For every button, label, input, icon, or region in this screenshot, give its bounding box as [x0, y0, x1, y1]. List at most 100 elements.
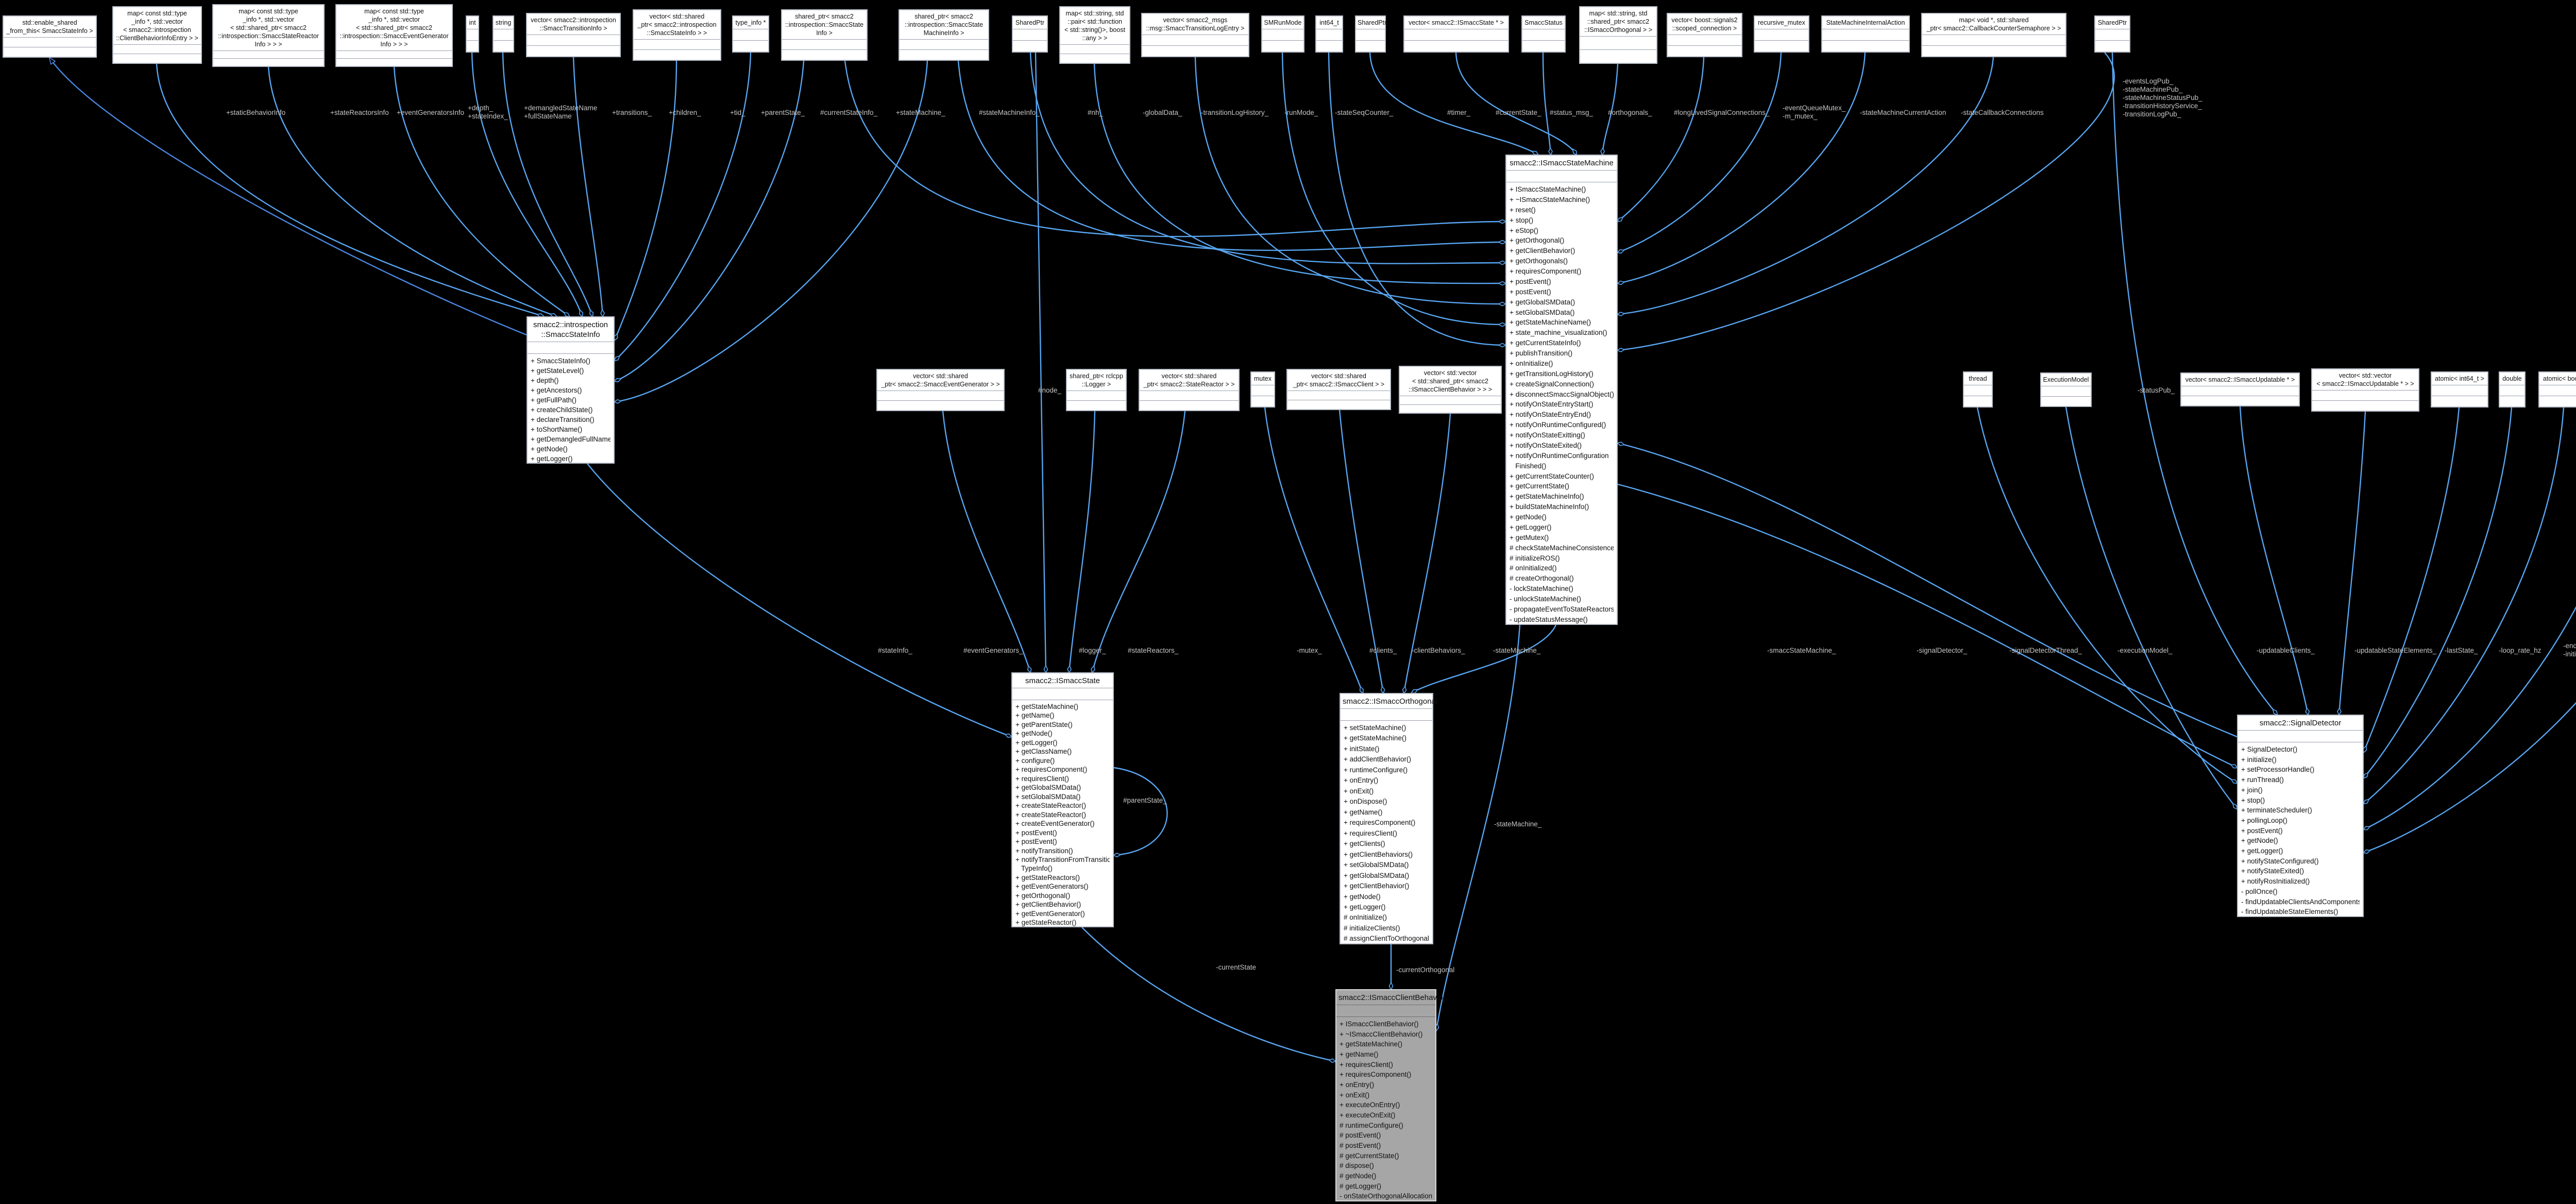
class-sp-statemachineinfo[interactable]: shared_ptr< smacc2::introspection::Smacc… — [899, 9, 989, 61]
method-row: + setProcessorHandle() — [2241, 766, 2315, 774]
class-recursive-mutex[interactable]: recursive_mutex — [1754, 15, 1809, 53]
edge-label: +stateMachine_ — [896, 109, 945, 117]
class-signaldetector[interactable]: smacc2::SignalDetector+ SignalDetector()… — [2237, 715, 2364, 917]
class-title: SmaccStatus — [1522, 16, 1565, 29]
class-vec-ismaccstate-ptr[interactable]: vector< smacc2::ISmaccState * > — [1403, 15, 1509, 53]
class-map-orthogonal[interactable]: map< std::string, std::shared_ptr< smacc… — [1579, 6, 1657, 64]
class-mutex[interactable]: mutex — [1250, 371, 1275, 408]
methods-compartment — [1580, 49, 1656, 63]
class-title: map< std::string, std::pair< std::functi… — [1060, 7, 1129, 44]
edge-label-line: #orthogonals_ — [1608, 109, 1652, 116]
edge-label: -signalDetectorThread_ — [2009, 647, 2082, 655]
class-enable-shared[interactable]: std::enable_shared_from_this< SmaccState… — [3, 15, 97, 58]
member-edge — [1976, 407, 2237, 783]
class-vec-transitionlogentry[interactable]: vector< smacc2_msgs::msg::SmaccTransitio… — [1141, 13, 1249, 57]
class-vec-statereactor[interactable]: vector< std::shared_ptr< smacc2::StateRe… — [1139, 369, 1240, 411]
method-row: + stop() — [2241, 796, 2265, 804]
class-title-line: map< void *, std::shared — [1959, 16, 2029, 24]
class-title-line: vector< std::shared — [913, 372, 968, 380]
member-edge — [2111, 52, 2277, 715]
edge-label-line: +depth_ — [468, 104, 494, 112]
class-type-info[interactable]: type_info * — [732, 15, 769, 53]
class-title: thread — [1964, 372, 1992, 385]
class-map-callbackcountersemaphore[interactable]: map< void *, std::shared_ptr< smacc2::Ca… — [1921, 13, 2066, 57]
edge-label-line: -currentOrthogonal — [1396, 966, 1455, 974]
class-int64-t[interactable]: int64_t — [1315, 15, 1343, 53]
class-map-statereactorinfo[interactable]: map< const std::type_info *, std::vector… — [212, 4, 325, 67]
class-thread[interactable]: thread — [1963, 371, 1993, 408]
methods-compartment — [1140, 400, 1239, 410]
edge-label: -runMode_ — [1284, 109, 1318, 117]
methods-compartment — [1013, 40, 1047, 52]
class-title-line: ::ISmaccClientBehavior > > > — [1408, 386, 1493, 393]
edge-label: #stateMachineInfo_ — [979, 109, 1040, 117]
class-vec-ismaccupdatable[interactable]: vector< smacc2::ISmaccUpdatable * > — [2180, 372, 2300, 406]
class-vecvec-clientbehavior[interactable]: vector< std::vector< std::shared_ptr< sm… — [1399, 366, 1502, 414]
class-ismaccstate[interactable]: smacc2::ISmaccState+ getStateMachine()+ … — [1011, 672, 1114, 927]
methods-compartment — [1356, 40, 1385, 52]
class-ismaccclientbehavior[interactable]: smacc2::ISmaccClientBehavior+ ISmaccClie… — [1335, 989, 1446, 1201]
class-map-eventgeneratorinfo[interactable]: map< const std::type_info *, std::vector… — [335, 4, 453, 67]
class-sharedptr-timer[interactable]: SharedPtr — [1355, 15, 1386, 53]
method-row: # getLogger() — [1340, 1182, 1382, 1190]
class-statemachineinternalaction[interactable]: StateMachineInternalAction — [1821, 15, 1910, 53]
method-row: # runtimeConfigure() — [1340, 1121, 1403, 1129]
class-ismaccstatemachine[interactable]: smacc2::ISmaccStateMachine+ ISmaccStateM… — [1505, 155, 1618, 625]
class-title-line: _ptr< smacc2::SmaccEventGenerator > > — [881, 381, 1000, 388]
edge-label: -currentOrthogonal — [1396, 966, 1454, 974]
methods-compartment — [1142, 45, 1248, 56]
class-title-line: MachineInfo > — [923, 29, 964, 37]
class-sharedptr-pub[interactable]: SharedPtr — [2094, 15, 2130, 53]
class-smaccstateinfo[interactable]: smacc2::introspection::SmaccStateInfo+ S… — [527, 316, 615, 464]
class-title-line: < std::string()>, boost — [1064, 26, 1126, 33]
method-row: + notifyTransitionFromTransition — [1015, 855, 1110, 863]
class-title: SharedPtr — [1013, 16, 1047, 29]
method-row: + getNode() — [1015, 730, 1053, 738]
edge-label: -stateMachine_ — [1494, 820, 1541, 828]
class-title-line: _ptr< smacc2::StateReactor > > — [1143, 381, 1235, 388]
methods-compartment — [1668, 45, 1741, 56]
edge-label-line: -mutex_ — [1297, 647, 1322, 654]
class-vec-sp-stateinfo[interactable]: vector< std::shared_ptr< smacc2::introsp… — [633, 9, 721, 61]
method-row: + postEvent() — [1510, 277, 1551, 285]
class-title-line: ::shared_ptr< smacc2 — [1587, 18, 1650, 25]
attributes-compartment — [1400, 396, 1501, 404]
class-double[interactable]: double — [2499, 371, 2526, 408]
class-smrunmode[interactable]: SMRunMode — [1261, 15, 1304, 53]
member-edge — [1029, 52, 1505, 264]
edge-label-line: #nh_ — [1088, 109, 1104, 116]
class-vec-ismaccclient[interactable]: vector< std::shared_ptr< smacc2::ISmaccC… — [1286, 369, 1391, 410]
class-sp-logger[interactable]: shared_ptr< rclcpp::Logger > — [1066, 369, 1127, 411]
attributes-compartment — [1316, 29, 1342, 40]
member-edge — [2339, 411, 2366, 715]
method-row: + notifyOnStateEntryEnd() — [1510, 411, 1591, 419]
method-row: + runtimeConfigure() — [1344, 766, 1408, 774]
class-title-line: map< std::string, std — [1589, 10, 1648, 17]
class-string[interactable]: string — [493, 15, 514, 53]
class-sharedptr-node[interactable]: SharedPtr — [1012, 15, 1048, 53]
class-title: recursive_mutex — [1755, 16, 1808, 29]
class-executionmodel[interactable]: ExecutionModel — [2040, 372, 2092, 407]
edge-label-line: -clientBehaviors_ — [1412, 647, 1465, 654]
method-row: # assignClientToOrthogonal() — [1344, 935, 1429, 943]
method-row: + getName() — [1340, 1050, 1379, 1058]
method-row: + getCurrentStateCounter() — [1510, 472, 1594, 480]
class-int[interactable]: int — [466, 15, 479, 53]
method-row: # getCurrentState() — [1340, 1151, 1399, 1160]
class-title-line: smacc2::ISmaccState — [1025, 676, 1100, 685]
class-title-line: Info > > > — [380, 41, 408, 48]
class-smaccstatus[interactable]: SmaccStatus — [1521, 15, 1566, 53]
class-map-string-any[interactable]: map< std::string, std::pair< std::functi… — [1059, 6, 1130, 64]
class-ismaccorthogonal[interactable]: smacc2::ISmaccOrthogonal+ setStateMachin… — [1340, 693, 1437, 944]
class-vec-scoped-connection[interactable]: vector< boost::signals2::scoped_connecti… — [1667, 13, 1742, 57]
class-vecvec-ismaccupdatable[interactable]: vector< std::vector< smacc2::ISmaccUpdat… — [2311, 368, 2419, 412]
class-atomic-int64[interactable]: atomic< int64_t > — [2431, 371, 2488, 408]
class-sp-stateinfo[interactable]: shared_ptr< smacc2::introspection::Smacc… — [781, 9, 868, 61]
class-vec-eventgenerator[interactable]: vector< std::shared_ptr< smacc2::SmaccEv… — [876, 369, 1005, 411]
method-row: + postEvent() — [2241, 826, 2283, 835]
class-atomic-bool[interactable]: atomic< bool > — [2538, 371, 2576, 408]
class-title-line: vector< std::vector — [1423, 369, 1477, 377]
attributes-compartment — [1013, 29, 1047, 40]
class-vec-transitioninfo[interactable]: vector< smacc2::introspection::SmaccTran… — [526, 13, 621, 57]
class-map-clientbehaviorinfo[interactable]: map< const std::type_info *, std::vector… — [112, 6, 202, 64]
